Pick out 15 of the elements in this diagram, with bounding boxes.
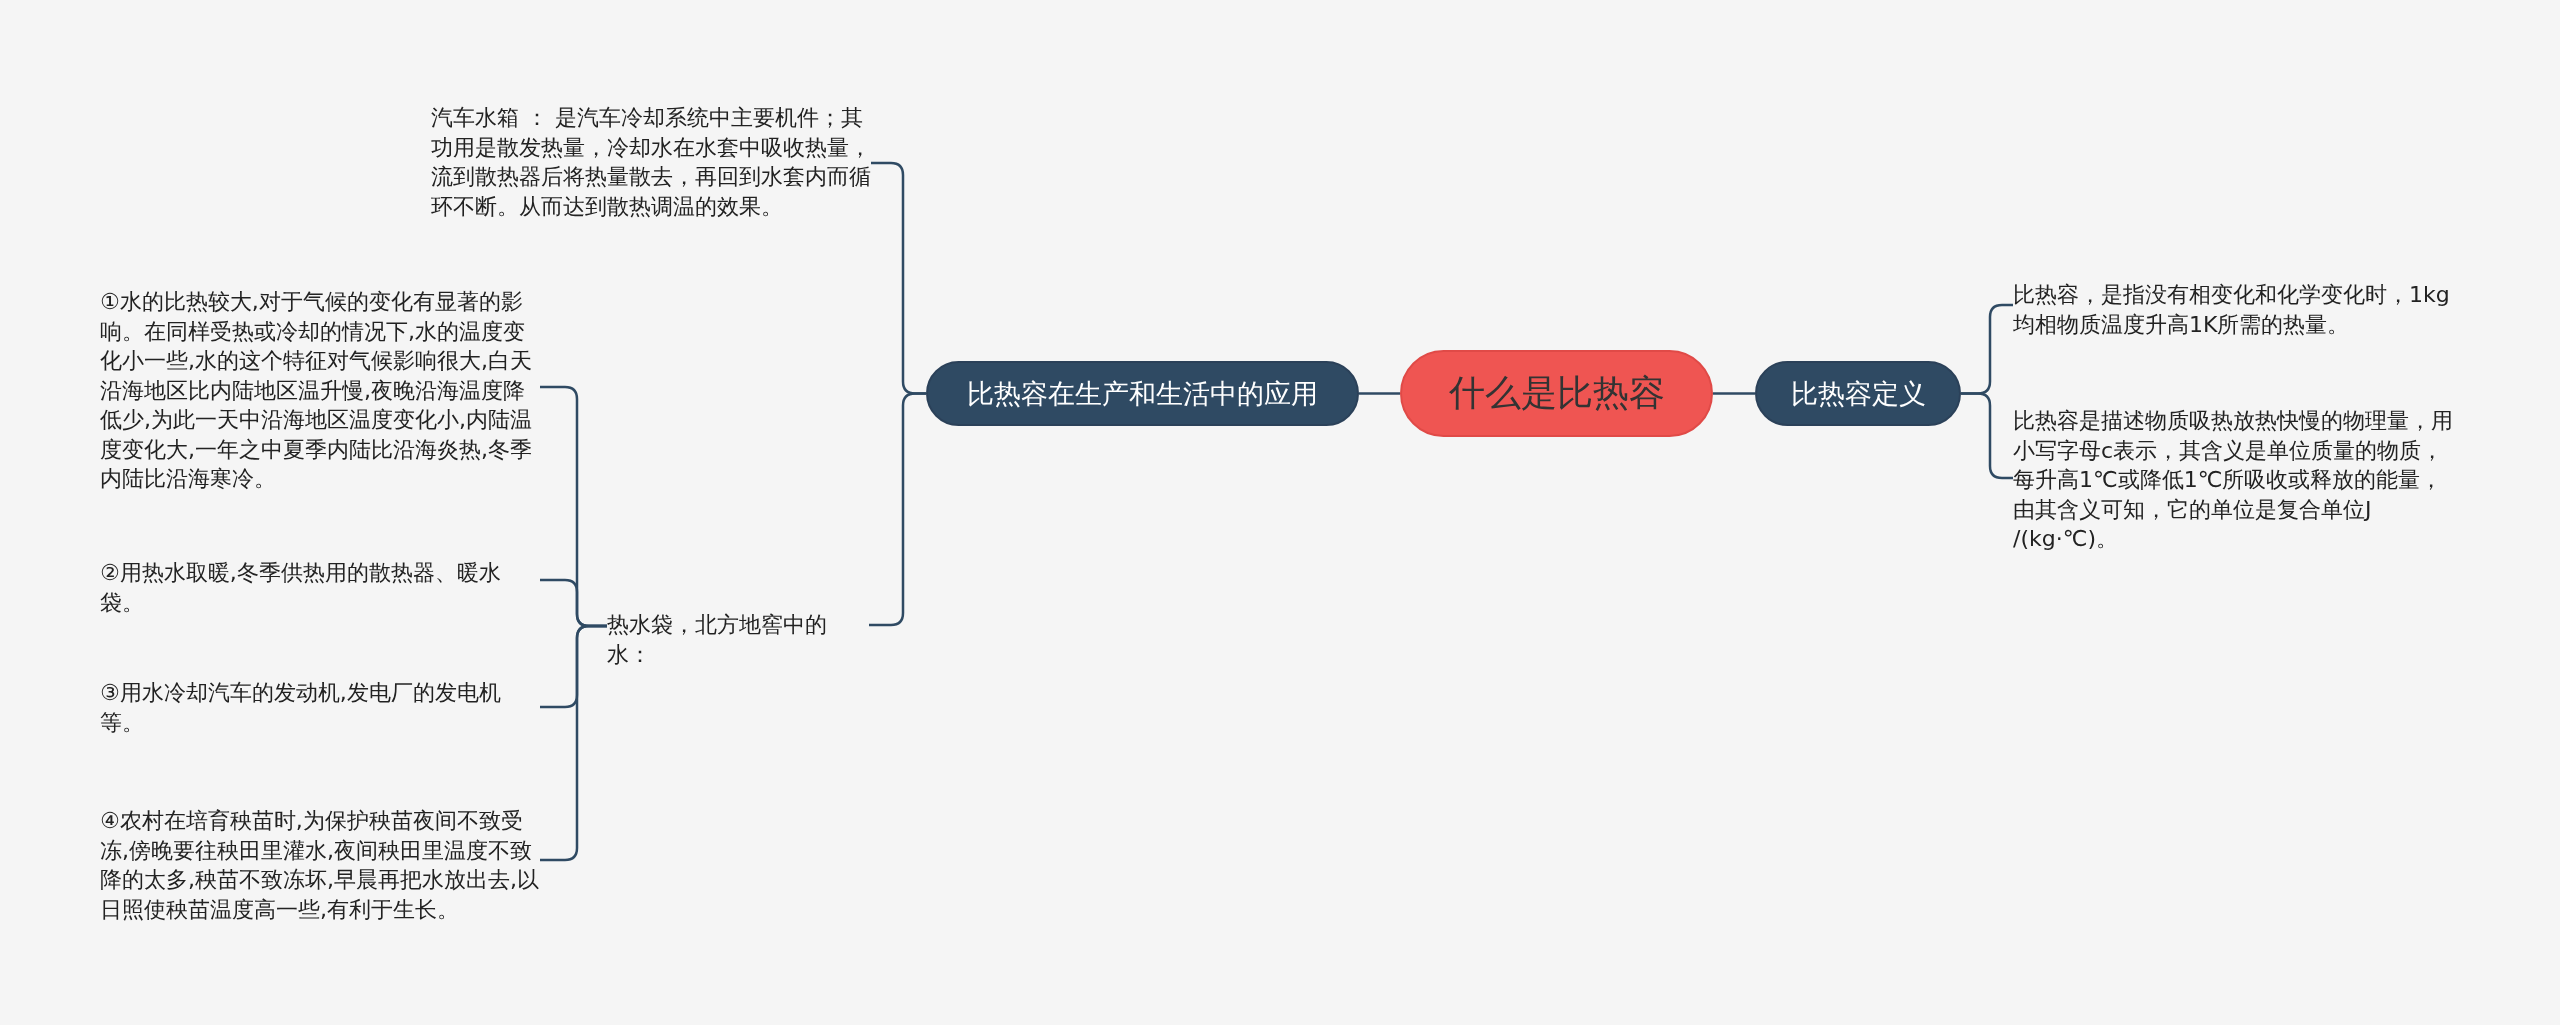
note-text: ②用热水取暖,冬季供热用的散热器、暖水袋。 [100,558,540,617]
note-text: 热水袋，北方地窖中的水： [607,610,869,669]
connector-line [540,624,607,862]
note-text: ①水的比热较大,对于气候的变化有显著的影响。在同样受热或冷却的情况下,水的温度变化小一些,水的这个特征对气候影响很大,白天沿海地区比内陆地区温升慢,夜晚沿海温度降低少,为此一天中沿海地区温度变化小,内陆温度变化大,一年之中夏季内陆比沿海炎热,冬季内陆比沿海寒冷。 [100,287,540,494]
note-text: ③用水冷却汽车的发动机,发电厂的发电机等。 [100,678,540,737]
topic-pill: 比热容定义 [1755,361,1961,426]
note-text: 汽车水箱 ： 是汽车冷却系统中主要机件；其功用是散发热量，冷却水在水套中吸收热量，流到散热器后将热量散去，再回到水套内而循环不断。从而达到散热调温的效果。 [431,103,871,221]
topic-pill: 比热容在生产和生活中的应用 [926,361,1359,426]
note-text: ④农村在培育秧苗时,为保护秧苗夜间不致受冻,傍晚要往秧田里灌水,夜间秧田里温度不致降的太多,秧苗不致冻坏,早晨再把水放出去,以日照使秧苗温度高一些,有利于生长。 [100,806,540,924]
note-text: 比热容是描述物质吸热放热快慢的物理量，用小写字母c表示，其含义是单位质量的物质，每升高1℃或降低1℃所吸收或释放的能量，由其含义可知，它的单位是复合单位J /(kg·℃)。 [2013,406,2458,554]
central-topic: 什么是比热容 [1400,350,1713,437]
connector-line [1713,392,1755,395]
connector-line [1359,392,1400,395]
connector-line [869,392,926,627]
note-text: 比热容，是指没有相变化和化学变化时，1kg均相物质温度升高1K所需的热量。 [2013,280,2458,339]
